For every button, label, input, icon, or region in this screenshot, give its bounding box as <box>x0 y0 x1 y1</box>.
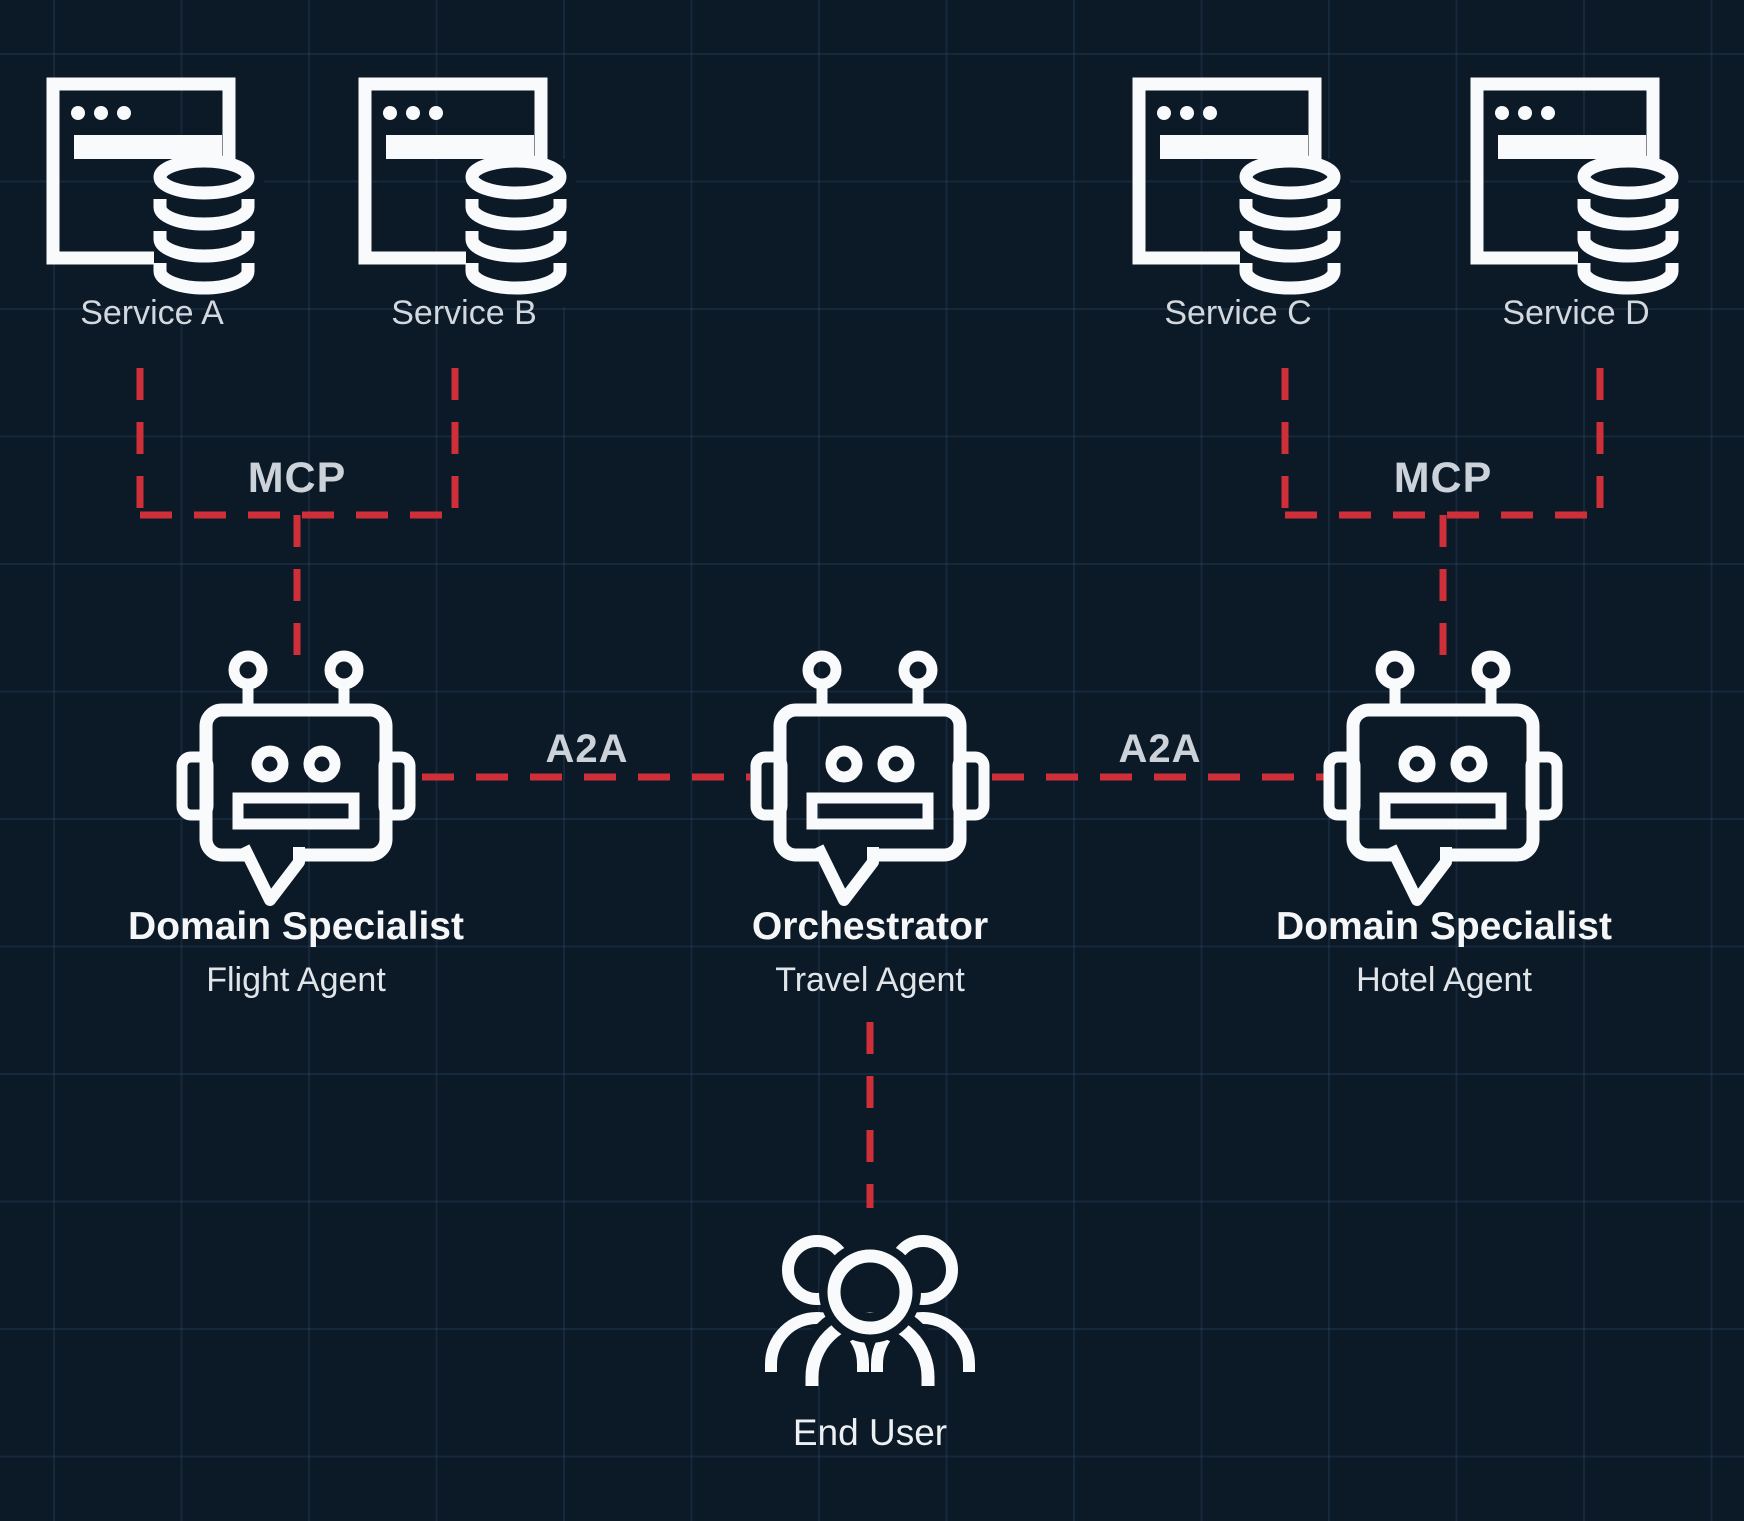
travel-agent-role: Orchestrator <box>751 905 989 948</box>
flight-agent-name: Flight Agent <box>206 961 386 999</box>
service-c-node <box>1130 75 1350 307</box>
flight-agent-role: Domain Specialist <box>128 905 464 948</box>
hotel-agent-name: Hotel Agent <box>1356 961 1532 999</box>
browser-database-icon <box>358 77 576 307</box>
robot-icon <box>176 650 416 906</box>
service-c-label: Service C <box>1164 294 1312 332</box>
travel-agent-node <box>740 638 1000 913</box>
service-b-label: Service B <box>391 294 537 332</box>
mcp-right-label: MCP <box>1393 454 1493 502</box>
mcp-left-label: MCP <box>247 454 347 502</box>
service-b-node <box>356 75 576 307</box>
end-user-node <box>755 1218 985 1408</box>
travel-agent-name: Travel Agent <box>775 961 965 999</box>
browser-database-icon <box>1470 77 1688 307</box>
service-d-node <box>1468 75 1688 307</box>
flight-agent-node <box>166 638 426 913</box>
end-user-label: End User <box>792 1412 948 1453</box>
robot-icon <box>750 650 990 906</box>
a2a-right-label: A2A <box>1118 727 1202 771</box>
hotel-agent-node <box>1313 638 1573 913</box>
a2a-left-label: A2A <box>545 727 629 771</box>
service-a-label: Service A <box>80 294 224 332</box>
robot-icon <box>1323 650 1563 906</box>
users-group-icon <box>765 1235 975 1386</box>
browser-database-icon <box>1132 77 1350 307</box>
service-d-label: Service D <box>1502 294 1650 332</box>
browser-database-icon <box>46 77 264 307</box>
service-a-node <box>44 75 264 307</box>
hotel-agent-role: Domain Specialist <box>1276 905 1612 948</box>
